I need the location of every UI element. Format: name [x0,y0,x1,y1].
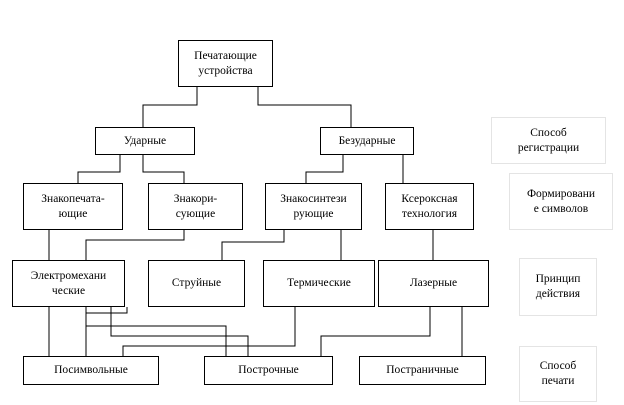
node-laser: Лазерные [378,260,489,307]
connector-nonimpact-charsynth [305,155,344,183]
node-impact: Ударные [95,127,195,155]
connector-impact-charprint [77,155,121,183]
node-page-by-page: Постраничные [359,356,486,385]
node-character-synthesizing: Знакосинтези рующие [265,183,362,230]
category-symbol-forming: Формировани е символов [509,173,613,230]
node-nonimpact: Безударные [320,127,414,155]
category-print-method: Способ печати [519,346,597,402]
connector-inkjet-charbychar [85,307,128,356]
connector-charform-electromech [85,230,185,260]
node-xerox-technology: Ксероксная технология [385,183,474,230]
node-inkjet: Струйные [148,260,245,307]
connector-charsynth-inkjet [221,230,285,260]
connector-root-impact [142,87,198,127]
category-operating-principle: Принцип действия [519,258,597,316]
connector-electromech-linebyline-b [110,307,249,356]
connector-impact-charform [142,155,185,183]
node-character-printing: Знакопечата- ющие [23,183,123,230]
node-electromechanical: Электромехани ческие [12,260,125,307]
connector-laser-linebyline [320,307,431,356]
node-thermal: Термические [263,260,375,307]
connector-thermal-charbychar [122,307,296,356]
node-printing-devices: Печатающие устройства [178,40,273,87]
node-character-forming: Знакори- сующие [148,183,243,230]
connector-electromech-linebyline-a [85,307,227,356]
node-line-by-line: Построчные [204,356,333,385]
category-registration-method: Способ регистрации [491,117,606,164]
node-character-by-character: Посимвольные [23,356,159,385]
connector-root-nonimpact [257,87,352,127]
